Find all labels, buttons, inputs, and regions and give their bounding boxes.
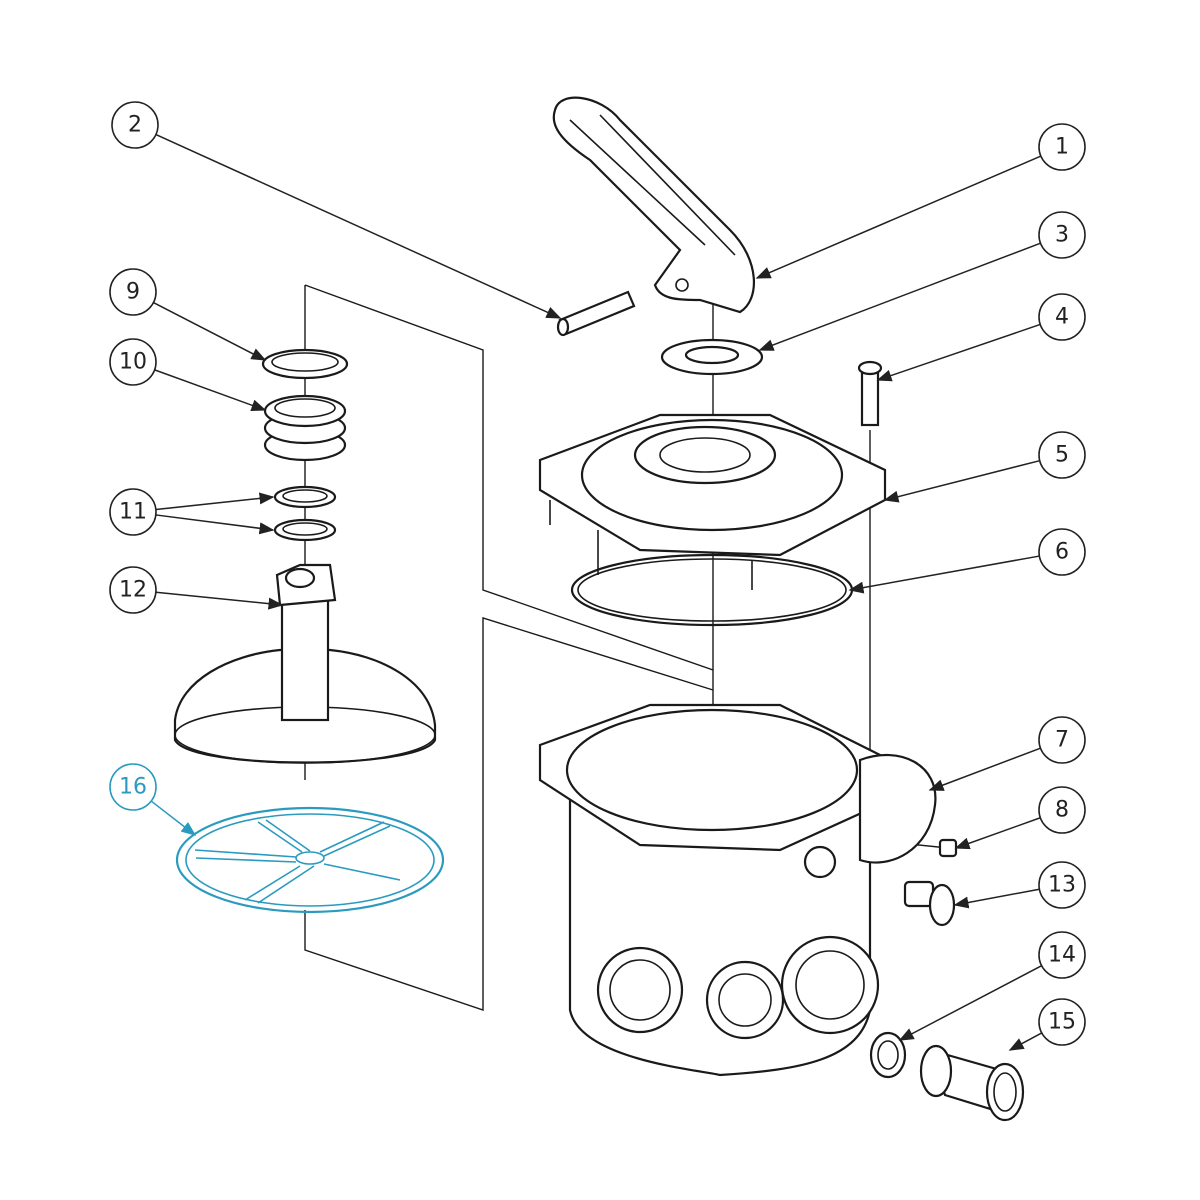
callout-number: 16: [119, 775, 147, 800]
callout-circle: [1038, 293, 1086, 341]
handle-part: [552, 96, 756, 314]
callout-5: 5: [883, 431, 1086, 503]
callout-number: 9: [126, 280, 140, 305]
callout-circle: [109, 268, 157, 316]
leader-line: [155, 514, 275, 535]
callout-number: 4: [1055, 305, 1069, 330]
callout-13: 13: [953, 861, 1086, 909]
callout-circle: [1038, 931, 1086, 979]
leader-line: [928, 747, 1041, 791]
callout-circle: [109, 566, 157, 614]
leader-line: [876, 323, 1041, 382]
callout-8: 8: [954, 786, 1086, 850]
leader-line: [150, 800, 197, 836]
callout-circle: [1038, 528, 1086, 576]
callout-circle: [109, 338, 157, 386]
leader-line: [153, 301, 267, 361]
callout-number: 11: [119, 500, 147, 525]
leader-line: [155, 591, 284, 610]
callout-15: 15: [1008, 998, 1086, 1051]
callout-16: 16: [109, 763, 197, 836]
shaft-o-rings-part: [273, 485, 337, 542]
fitting-gasket-part: [869, 1031, 907, 1079]
callout-circle: [1038, 786, 1086, 834]
washer-part: [660, 338, 764, 376]
callout-circle: [1038, 998, 1086, 1046]
spider-gasket-part: [175, 806, 445, 914]
callout-6: 6: [848, 528, 1086, 594]
leader-line: [898, 965, 1042, 1041]
leader-line: [758, 242, 1041, 351]
callout-number: 8: [1055, 798, 1069, 823]
callout-10: 10: [109, 338, 267, 412]
leader-line: [755, 155, 1042, 279]
callout-circle: [1038, 123, 1086, 171]
spring-part: [263, 394, 347, 462]
callout-1: 1: [755, 123, 1086, 279]
callout-circle: [109, 763, 157, 811]
hose-fitting-part: [919, 1044, 1025, 1122]
callout-3: 3: [758, 211, 1086, 351]
cover-o-ring-part: [570, 553, 854, 627]
callout-4: 4: [876, 293, 1086, 382]
callout-number: 3: [1055, 223, 1069, 248]
callout-9: 9: [109, 268, 267, 361]
callout-number: 15: [1048, 1010, 1076, 1035]
callout-circle: [1038, 861, 1086, 909]
callout-number: 6: [1055, 540, 1069, 565]
leader-line: [155, 492, 275, 511]
leader-line: [848, 555, 1040, 594]
screw-part: [857, 360, 883, 427]
rotor-part: [173, 563, 437, 764]
callout-circle: [109, 488, 157, 536]
callout-14: 14: [898, 931, 1086, 1041]
callout-11: 11: [109, 488, 275, 536]
callout-circle: [1038, 431, 1086, 479]
callout-2: 2: [111, 101, 562, 319]
leader-line: [1008, 1032, 1043, 1051]
valve-body-part: [538, 703, 937, 1077]
callout-circle: [111, 101, 159, 149]
top-seal-ring-part: [261, 348, 349, 380]
leader-line: [155, 133, 562, 319]
leader-line: [954, 817, 1041, 850]
callout-circle: [1038, 211, 1086, 259]
nut-part: [938, 838, 958, 858]
callout-number: 7: [1055, 728, 1069, 753]
callout-circle: [1038, 716, 1086, 764]
callout-number: 5: [1055, 443, 1069, 468]
leader-line: [883, 459, 1040, 503]
callout-number: 13: [1048, 873, 1076, 898]
callout-number: 1: [1055, 135, 1069, 160]
leader-line: [154, 369, 267, 412]
callout-7: 7: [928, 716, 1086, 791]
callout-number: 2: [128, 113, 142, 138]
pin-part: [556, 290, 636, 337]
callout-number: 10: [119, 350, 147, 375]
callout-number: 14: [1048, 943, 1076, 968]
callout-12: 12: [109, 566, 284, 614]
drain-plug-part: [903, 880, 956, 927]
callout-number: 12: [119, 578, 147, 603]
leader-line: [953, 888, 1040, 909]
